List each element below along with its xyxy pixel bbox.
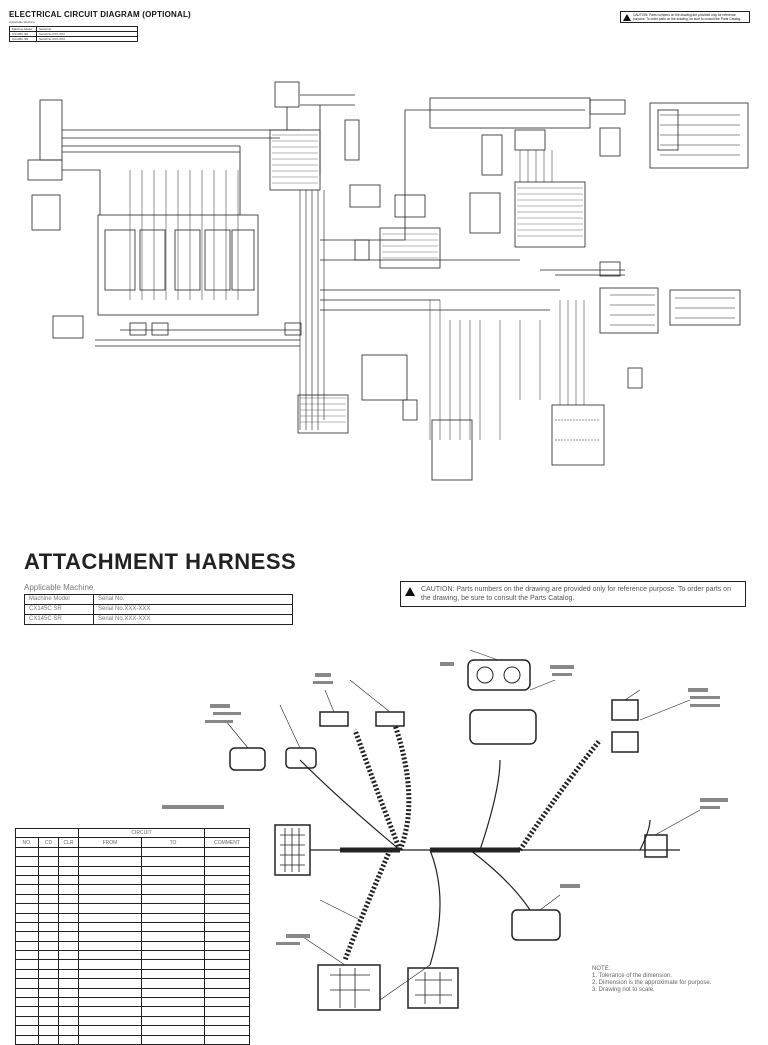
table-row: [15, 959, 250, 970]
table-row: [15, 1015, 250, 1027]
table-row: [15, 968, 250, 980]
applicable-machine-label: Applicable Machine: [9, 20, 36, 24]
table-row: [15, 846, 250, 858]
table-row: [15, 1006, 250, 1017]
table-row: [15, 1034, 250, 1045]
table-row: [15, 893, 250, 905]
circuit-table-title: CIRCUIT: [78, 827, 205, 839]
electrical-circuit-schematic: [27, 81, 749, 481]
table-row: [15, 950, 250, 961]
warning-icon: [405, 587, 415, 596]
caution-box-top: CAUTION: Parts numbers on the drawing ar…: [620, 11, 750, 23]
table-row: [15, 856, 250, 867]
table-row: [15, 874, 250, 886]
table-row: [15, 997, 250, 1008]
table-row: [15, 903, 250, 914]
diagram-title: ELECTRICAL CIRCUIT DIAGRAM (OPTIONAL): [9, 10, 191, 19]
table-row: [15, 978, 250, 989]
wire-circuit-table: CIRCUIT NO. CD CLR FROM TO COMMENT: [15, 827, 250, 1045]
drawing-notes: NOTE: 1. Tolerance of the dimension. 2. …: [592, 966, 712, 993]
table-row: [15, 921, 250, 933]
table-row: [15, 1025, 250, 1036]
table-row: [15, 987, 250, 999]
warning-icon: [623, 14, 631, 21]
table-row: [15, 940, 250, 952]
table-row: [15, 865, 250, 876]
table-row: [15, 912, 250, 923]
attachment-harness-drawing: [162, 649, 728, 1011]
harness-title: ATTACHMENT HARNESS: [24, 549, 297, 574]
table-row: [15, 931, 250, 942]
applicable-machine-label-2: Applicable Machine: [24, 583, 94, 592]
table-row: [15, 884, 250, 895]
caution-box-bottom: CAUTION: Parts numbers on the drawing ar…: [400, 581, 746, 607]
